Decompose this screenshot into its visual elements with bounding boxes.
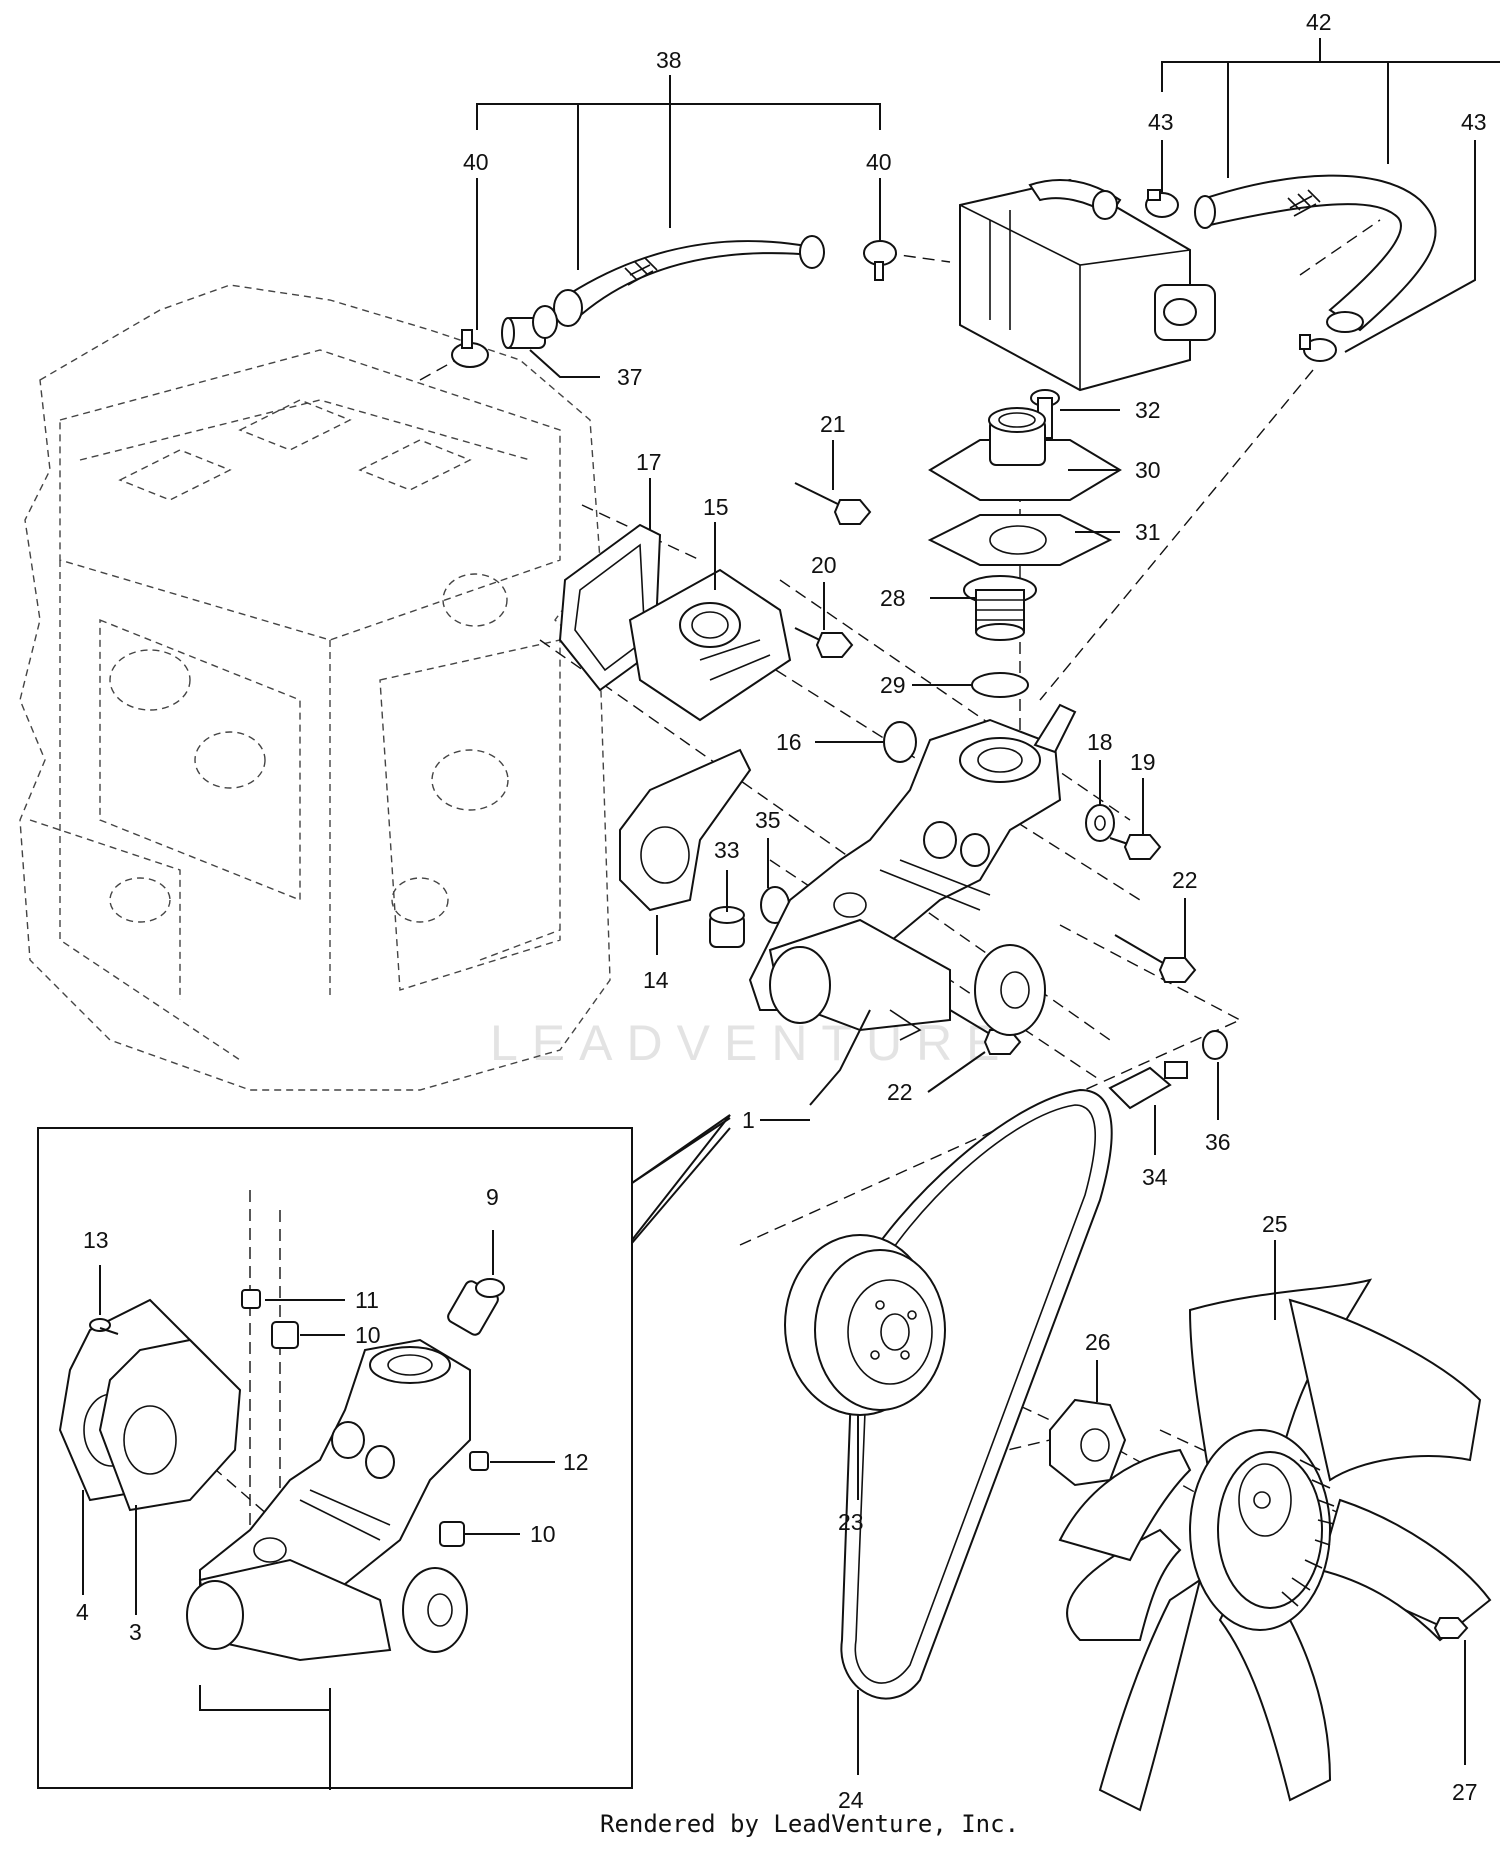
hose-38 [553,235,825,327]
callout-3: 3 [129,1619,142,1645]
footer-credit: Rendered by LeadVenture, Inc. [600,1810,1019,1838]
callout-18: 18 [1087,729,1113,755]
callout-38: 38 [656,47,682,73]
callout-23: 23 [838,1509,864,1535]
callout-19: 19 [1130,749,1156,775]
bolt-20 [794,627,854,658]
pulley-23 [784,1234,946,1416]
callout-33: 33 [714,837,740,863]
fitting-37 [501,305,558,349]
callout-40-right: 40 [866,149,892,175]
watermark-text: LEADVENTURE [490,1015,1014,1071]
callout-43-left: 43 [1148,109,1174,135]
spacer-26 [1049,1398,1127,1487]
callout-16: 16 [776,729,802,755]
thermostat-28 [963,575,1037,641]
inset-water-pump [186,1338,471,1662]
callout-21: 21 [820,411,846,437]
callout-13: 13 [83,1227,109,1253]
callout-43-right: 43 [1461,109,1487,135]
callout-labels: 1 3 4 9 10 10 11 12 13 14 15 16 17 18 19… [76,9,1487,1813]
callout-4: 4 [76,1599,89,1625]
hose-42 [1194,174,1437,333]
washer-36 [1202,1030,1228,1060]
callout-26: 26 [1085,1329,1111,1355]
bolt-27 [1404,1609,1469,1639]
gasket-31 [927,514,1113,566]
callout-27: 27 [1452,1779,1478,1805]
fan-25 [1058,1278,1492,1812]
callout-42: 42 [1306,9,1332,35]
inset-plug-11 [241,1289,261,1309]
callout-20: 20 [811,552,837,578]
callout-24: 24 [838,1787,864,1813]
o-ring-29 [971,672,1029,698]
v-belt-24 [840,1088,1113,1700]
callout-32: 32 [1135,397,1161,423]
callout-9: 9 [486,1184,499,1210]
callout-28: 28 [880,585,906,611]
callout-30: 30 [1135,457,1161,483]
callout-40-left: 40 [463,149,489,175]
callout-29: 29 [880,672,906,698]
inset-plug-10-upper [271,1321,299,1349]
inset-fitting-9 [447,1278,505,1336]
engine-block [19,284,611,1091]
callout-11: 11 [355,1287,379,1313]
thermostat-cover-30 [928,407,1122,501]
hose-clamps [451,189,1337,368]
callout-12: 12 [563,1449,589,1475]
callout-36: 36 [1205,1129,1231,1155]
bolt-22-upper [1114,934,1197,983]
callout-34: 34 [1142,1164,1168,1190]
plug-33 [709,906,745,948]
inset-screw-13 [89,1318,119,1335]
washer-18 [1085,804,1115,842]
housing-15 [628,568,792,722]
egr-cooler [959,178,1216,392]
callout-1: 1 [742,1107,755,1133]
callout-37: 37 [617,364,643,390]
gasket-14 [619,748,752,912]
sensor-34 [1108,1061,1188,1110]
water-pump-main [748,703,1077,1041]
inset-leaders [82,1230,555,1790]
inset-plug-10-lower [439,1521,465,1547]
callout-17: 17 [636,449,662,475]
bolt-21 [794,482,872,525]
callout-22-lower: 22 [887,1079,913,1105]
inset-plug-12 [469,1451,489,1471]
callout-15: 15 [703,494,729,520]
o-ring-16 [883,721,917,763]
callout-14: 14 [643,967,669,993]
callout-10-lower: 10 [530,1521,556,1547]
callout-31: 31 [1135,519,1161,545]
leader-lines [476,38,1500,1775]
callout-35: 35 [755,807,781,833]
inset-gasket-3 [98,1338,242,1512]
callout-22-upper: 22 [1172,867,1198,893]
callout-25: 25 [1262,1211,1288,1237]
callout-10-upper: 10 [355,1322,381,1348]
bolt-19 [1109,834,1162,860]
